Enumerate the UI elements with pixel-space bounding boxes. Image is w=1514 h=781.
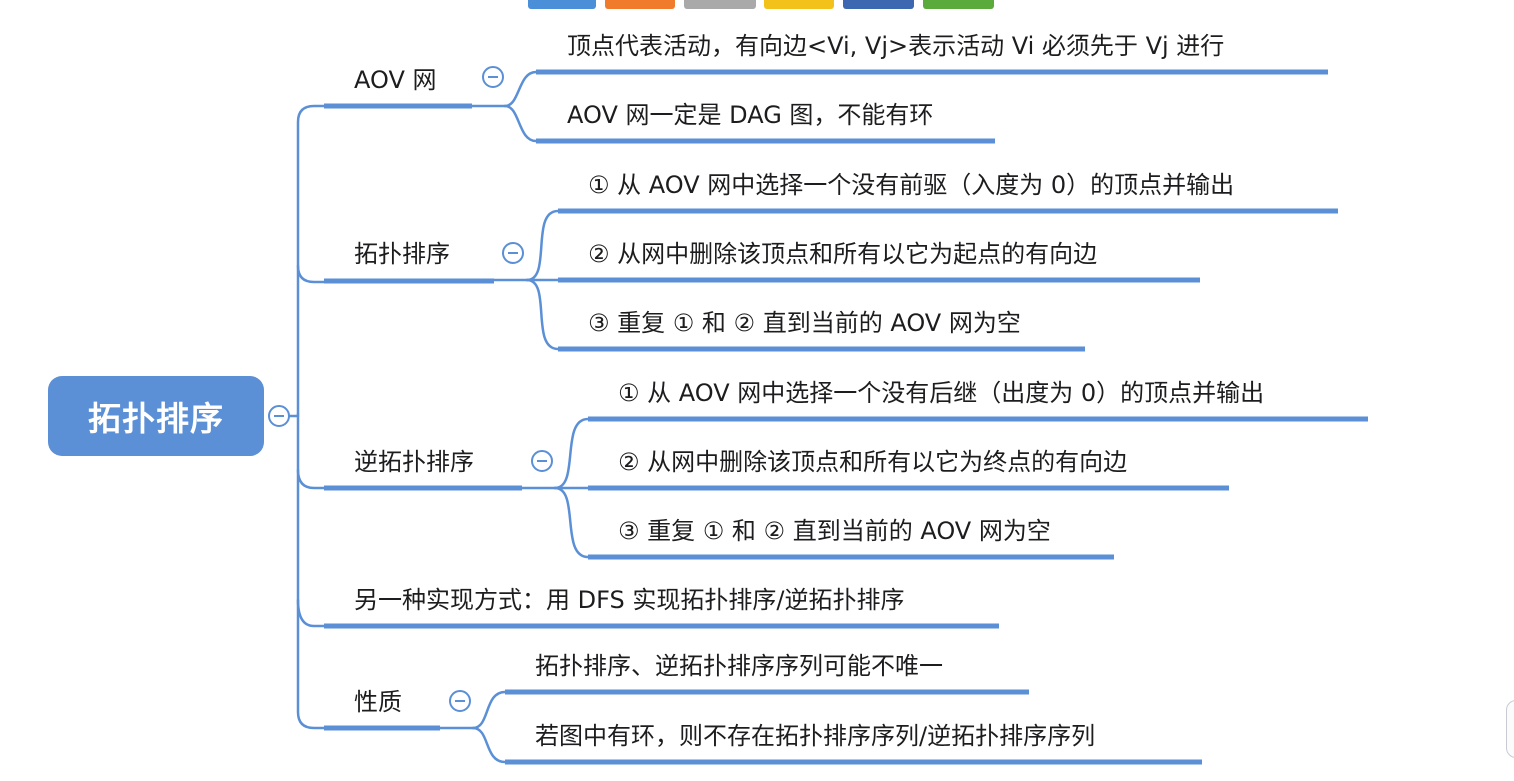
- collapse-topological-sort-icon[interactable]: [502, 242, 524, 264]
- leaf-topo-step-1[interactable]: ① 从 AOV 网中选择一个没有前驱（入度为 0）的顶点并输出: [588, 171, 1235, 199]
- palette-swatch-yellow[interactable]: [764, 0, 834, 9]
- branch-properties-label[interactable]: 性质: [354, 688, 402, 716]
- leaf-aov-is-dag[interactable]: AOV 网一定是 DAG 图，不能有环: [567, 101, 934, 129]
- leaf-property-cycle[interactable]: 若图中有环，则不存在拓扑排序序列/逆拓扑排序序列: [535, 722, 1096, 750]
- palette-swatch-gray[interactable]: [684, 0, 756, 9]
- branch-topological-sort-label[interactable]: 拓扑排序: [354, 240, 450, 268]
- leaf-reverse-step-1[interactable]: ① 从 AOV 网中选择一个没有后继（出度为 0）的顶点并输出: [618, 379, 1265, 407]
- side-panel-tab[interactable]: [1506, 700, 1514, 758]
- collapse-properties-icon[interactable]: [449, 690, 471, 712]
- collapse-root-icon[interactable]: [268, 405, 290, 427]
- root-topic-label: 拓扑排序: [88, 399, 224, 438]
- palette-swatch-navy[interactable]: [843, 0, 914, 9]
- leaf-topo-step-2[interactable]: ② 从网中删除该顶点和所有以它为起点的有向边: [588, 240, 1098, 268]
- collapse-aov-net-icon[interactable]: [482, 66, 504, 88]
- root-topic-node[interactable]: 拓扑排序: [48, 376, 264, 456]
- leaf-reverse-step-3[interactable]: ③ 重复 ① 和 ② 直到当前的 AOV 网为空: [618, 517, 1051, 545]
- collapse-reverse-topological-sort-icon[interactable]: [531, 450, 553, 472]
- leaf-topo-step-3[interactable]: ③ 重复 ① 和 ② 直到当前的 AOV 网为空: [588, 309, 1021, 337]
- branch-dfs-implementation-label[interactable]: 另一种实现方式：用 DFS 实现拓扑排序/逆拓扑排序: [354, 586, 905, 614]
- leaf-reverse-step-2[interactable]: ② 从网中删除该顶点和所有以它为终点的有向边: [618, 448, 1128, 476]
- leaf-property-not-unique[interactable]: 拓扑排序、逆拓扑排序序列可能不唯一: [535, 652, 943, 680]
- branch-reverse-topological-sort-label[interactable]: 逆拓扑排序: [354, 448, 474, 476]
- palette-swatch-green[interactable]: [923, 0, 994, 9]
- leaf-aov-definition[interactable]: 顶点代表活动，有向边<Vi, Vj>表示活动 Vi 必须先于 Vj 进行: [567, 32, 1225, 60]
- palette-swatch-blue[interactable]: [528, 0, 596, 9]
- branch-aov-net-label[interactable]: AOV 网: [354, 66, 437, 94]
- palette-swatch-orange[interactable]: [605, 0, 675, 9]
